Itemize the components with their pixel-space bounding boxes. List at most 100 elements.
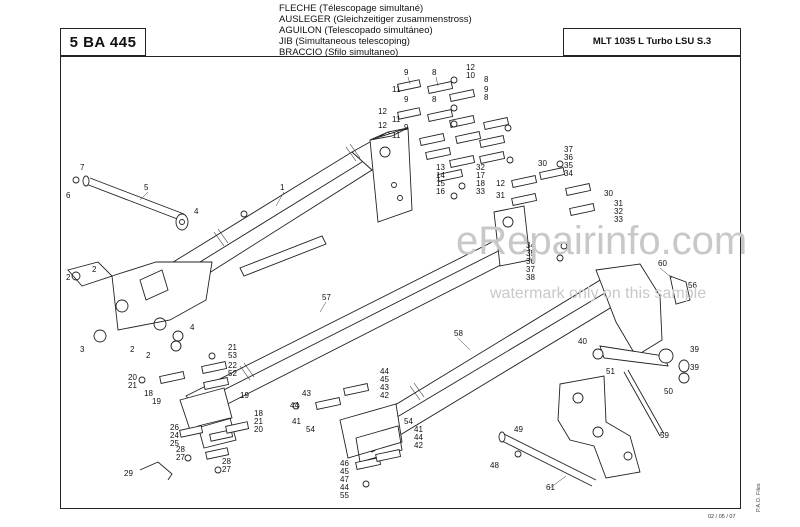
callout: 49 [514,425,523,434]
callout: 17 [476,171,485,180]
catalog-code: 5 BA 445 [69,34,137,51]
callout: 16 [436,187,445,196]
callout: 52 [228,369,237,378]
callout: 43 [302,389,311,398]
callout: 2 [92,265,97,274]
model-box: MLT 1035 L Turbo LSU S.3 [563,28,741,56]
mid-head-bracket [493,205,531,267]
callout: 12 [466,63,475,72]
callout: 11 [392,85,401,94]
callout: 26 [170,423,179,432]
title-fr: FLECHE (Télescopage simultané) [279,3,424,14]
callout: 36 [526,257,535,266]
callout: 41 [292,417,301,426]
callout: 53 [228,351,237,360]
callout: 21 [254,417,263,426]
boom-section-57 [185,231,531,417]
callout: 43 [380,383,389,392]
callout: 40 [578,337,587,346]
callout: 35 [526,249,535,258]
callout: 32 [614,207,623,216]
callout: 46 [340,459,349,468]
callout: 5 [144,183,149,192]
callout: 44 [340,483,349,492]
callout-labels: 9 8 12 10 11 9 8 12 11 9 8 9 8 12 11 7 5… [66,63,699,500]
callout: 4 [194,207,199,216]
callout: 2 [130,345,135,354]
callout: 8 [432,95,437,104]
callout: 18 [254,409,263,418]
callout: 6 [66,191,71,200]
callout: 14 [436,171,445,180]
callout: 47 [340,475,349,484]
callout: 44 [414,433,423,442]
head-pin [678,359,690,384]
callout: 30 [538,159,547,168]
bolts [93,76,568,488]
callout: 33 [476,187,485,196]
callout: 31 [496,191,505,200]
callout: 19 [240,391,249,400]
lower-carriage-left [179,387,237,449]
callout: 9 [404,95,409,104]
callout: 21 [228,343,237,352]
callout: 30 [604,189,613,198]
bracket-60 [669,275,691,305]
callout: 42 [380,391,389,400]
callout: 45 [380,375,389,384]
callout: 54 [404,417,413,426]
callout: 37 [526,265,535,274]
callout: 12 [378,107,387,116]
callout: 15 [436,179,445,188]
callout: 20 [254,425,263,434]
callout: 58 [454,329,463,338]
callout: 21 [128,381,137,390]
callout: 20 [128,373,137,382]
callout: 48 [490,461,499,470]
boom-root-assembly [67,261,213,331]
callout: 38 [526,273,535,282]
callout: 13 [436,163,445,172]
side-label: P.A.O. Files [756,483,762,512]
pivot-pin [72,175,189,231]
callout: 35 [564,161,573,170]
leader-lines [139,76,673,489]
callout: 9 [484,85,489,94]
callout: 44 [290,401,299,410]
wear-pads-top [397,79,596,216]
callout: 2 [66,273,71,282]
callout: 8 [432,68,437,77]
callout: 8 [484,93,489,102]
callout: 25 [170,439,179,448]
callout: 51 [606,367,615,376]
callout: 4 [190,323,195,332]
callout: 3 [80,345,85,354]
callout: 28 [222,457,231,466]
boom-head-plate [369,127,413,223]
callout: 60 [658,259,667,268]
callout: 59 [660,431,669,440]
catalog-code-box: 5 BA 445 [60,28,146,56]
link-arm [592,345,674,367]
callout: 37 [564,145,573,154]
callout: 57 [322,293,331,302]
callout: 39 [690,363,699,372]
callout: 22 [228,361,237,370]
callout: 1 [280,183,285,192]
title-en: JIB (Simultaneous telescoping) [279,36,410,47]
callout: 27 [176,453,185,462]
callout: 36 [564,153,573,162]
title-de: AUSLEGER (Gleichzeitiger zusammenstross) [279,14,472,25]
callout: 55 [340,491,349,500]
callout: 27 [222,465,231,474]
wear-pads-middle [315,383,402,470]
callout: 34 [564,169,573,178]
callout: 11 [392,115,401,124]
title-es: AGUILON (Telescopado simultáneo) [279,25,433,36]
callout: 54 [306,425,315,434]
callout: 11 [392,131,401,140]
callout: 31 [614,199,623,208]
callout: 2 [146,351,151,360]
clip [139,461,173,481]
